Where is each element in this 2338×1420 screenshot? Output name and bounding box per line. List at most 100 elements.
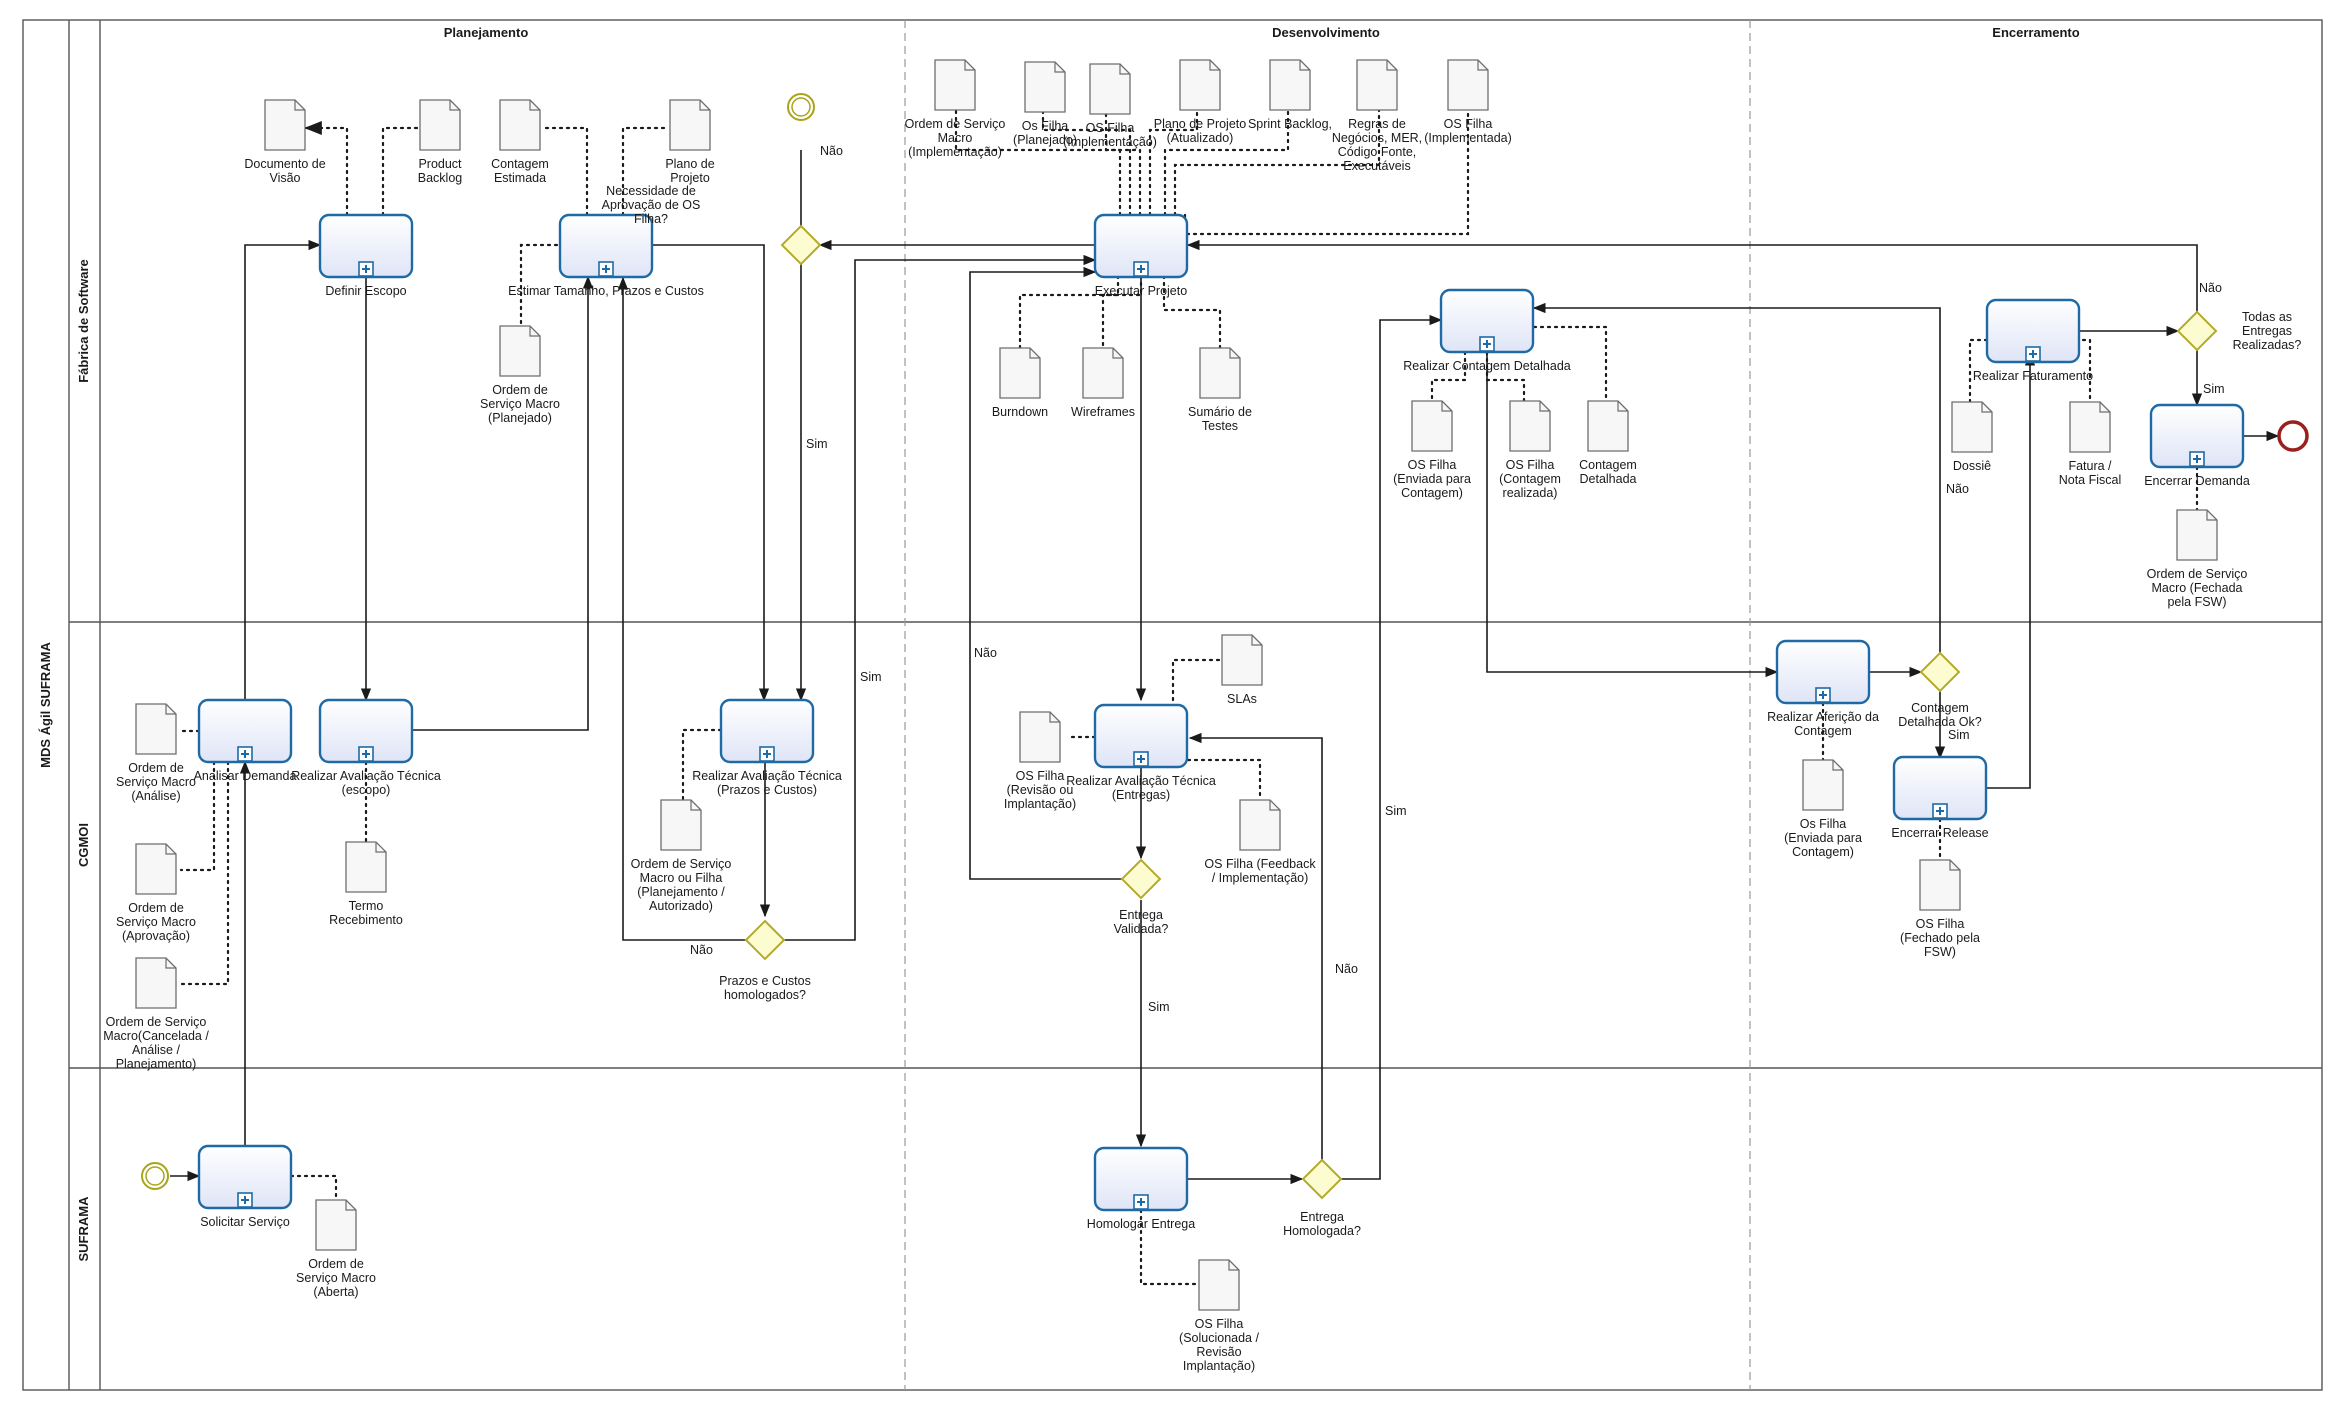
lane-cgmoi: CGMOI	[76, 823, 91, 867]
phase-encerramento: Encerramento	[1992, 25, 2079, 40]
pool-name: MDS Ágil SUFRAMA	[38, 642, 53, 768]
task-label: Realizar Avaliação Técnica(Entregas)	[1066, 774, 1216, 802]
phase-desenvolvimento: Desenvolvimento	[1272, 25, 1380, 40]
task-realizar-faturamento[interactable]: Realizar Faturamento	[1973, 298, 2093, 383]
task-avaliacao-entregas[interactable]: Realizar Avaliação Técnica(Entregas)	[1066, 703, 1216, 802]
task-label: Analisar Demanda	[194, 769, 297, 783]
task-estimar[interactable]: Estimar Tamanho, Prazos e Custos	[508, 213, 704, 298]
document-icon	[1082, 347, 1124, 399]
end-event[interactable]	[2277, 420, 2309, 452]
document-icon	[499, 99, 541, 151]
document-burndown[interactable]: Burndown	[992, 347, 1048, 419]
flow-labels: Não Sim Não Sim Não Sim Não Sim Não Sim …	[690, 144, 2225, 1014]
document-icon	[345, 841, 387, 893]
task-realizar-avaliacao-escopo[interactable]: Realizar Avaliação Técnica(escopo)	[291, 698, 441, 797]
document-sprint-backlog[interactable]: Sprint Backlog,	[1248, 59, 1332, 131]
document-osf-implementada[interactable]: OS Filha(Implementada)	[1424, 59, 1512, 145]
task-contagem-detalhada[interactable]: Realizar Contagem Detalhada	[1403, 288, 1571, 373]
start-event[interactable]	[141, 1162, 169, 1190]
document-icon	[264, 99, 306, 151]
document-icon	[2069, 401, 2111, 453]
task-encerrar-release[interactable]: Encerrar Release	[1891, 755, 1989, 840]
document-label: Plano de Projeto(Atualizado)	[1154, 117, 1246, 145]
task-label: Realizar Contagem Detalhada	[1403, 359, 1571, 373]
document-plano-atualizado[interactable]: Plano de Projeto(Atualizado)	[1154, 59, 1246, 145]
document-osf-planejado[interactable]: Os Filha(Planejado)	[1013, 61, 1077, 147]
label-sim-aprovacao: Sim	[806, 437, 828, 451]
document-icon	[1411, 400, 1453, 452]
document-osf-feedback[interactable]: OS Filha (Feedback/ Implementação)	[1204, 799, 1316, 885]
document-icon	[1802, 759, 1844, 811]
gateway-diamond-icon	[2176, 310, 2218, 352]
task-homologar-entrega[interactable]: Homologar Entrega	[1087, 1146, 1195, 1231]
task-executar-projeto[interactable]: Executar Projeto	[1093, 213, 1189, 298]
document-label: Os Filha(Planejado)	[1013, 119, 1077, 147]
document-label: OS Filha (Feedback/ Implementação)	[1204, 857, 1316, 885]
task-analisar-demanda[interactable]: Analisar Demanda	[194, 698, 297, 783]
task-label: Encerrar Demanda	[2144, 474, 2250, 488]
label-nao-prazos: Não	[690, 943, 713, 957]
task-label: Realizar Faturamento	[1973, 369, 2093, 383]
task-encerrar-demanda[interactable]: Encerrar Demanda	[2144, 403, 2250, 488]
document-wireframes[interactable]: Wireframes	[1071, 347, 1135, 419]
document-slas[interactable]: SLAs	[1221, 634, 1263, 706]
start-event-top[interactable]	[787, 93, 815, 121]
label-nao-homologada: Não	[1335, 962, 1358, 976]
task-solicitar-servico[interactable]: Solicitar Serviço	[197, 1144, 293, 1229]
task-label: Solicitar Serviço	[200, 1215, 290, 1229]
gateway-diamond-icon	[1301, 1158, 1343, 1200]
task-avaliacao-prazos[interactable]: Realizar Avaliação Técnica(Prazos e Cust…	[692, 698, 842, 797]
document-icon	[1239, 799, 1281, 851]
task-definir-escopo[interactable]: Definir Escopo	[318, 213, 414, 298]
document-dossie[interactable]: Dossiê	[1951, 401, 1993, 473]
document-icon	[1024, 61, 1066, 113]
document-icon	[419, 99, 461, 151]
document-icon	[1198, 1259, 1240, 1311]
label-nao-validada: Não	[974, 646, 997, 660]
document-fatura[interactable]: Fatura /Nota Fiscal	[2059, 401, 2122, 487]
document-osf-implementacao[interactable]: OS Filha(Implementação)	[1063, 63, 1157, 149]
label-sim-prazos: Sim	[860, 670, 882, 684]
